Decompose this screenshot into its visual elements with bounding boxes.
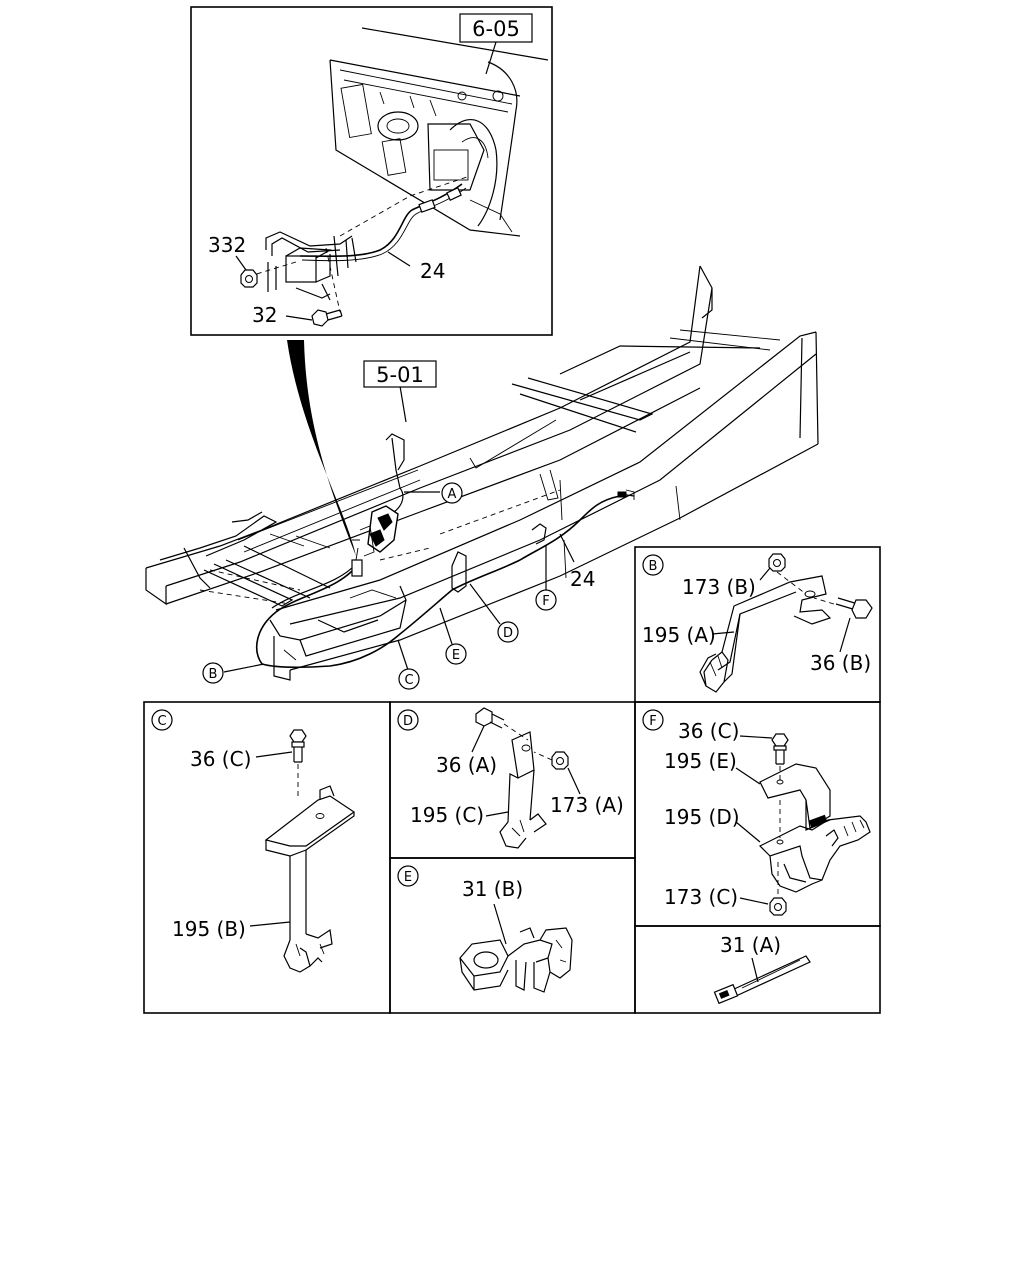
panel-d-bracket xyxy=(499,731,547,849)
svg-text:F: F xyxy=(542,594,549,609)
panel-d-letter: D xyxy=(403,714,413,729)
panel-f-nut-label: 173 (C) xyxy=(664,885,738,909)
panel-e-letter: E xyxy=(404,870,412,885)
panel-e-clip-label: 31 (B) xyxy=(462,877,523,901)
panel-d-nut-icon xyxy=(551,751,569,770)
svg-text:C: C xyxy=(404,673,413,688)
panel-b-letter: B xyxy=(649,559,658,574)
cable-grommet xyxy=(351,559,363,577)
panel-f-letter: F xyxy=(649,714,656,729)
inset-cable-leader xyxy=(387,251,411,267)
inset-ref-box xyxy=(459,13,533,43)
panel-c: C 36 (C) 195 (B) xyxy=(143,701,391,1014)
panel-f: F 36 (C) 195 (E) 195 ( xyxy=(634,701,881,927)
panel-b-nut-icon xyxy=(768,553,786,572)
panel-f-nut-icon xyxy=(769,897,787,916)
panel-d-bolt-label: 36 (A) xyxy=(436,753,497,777)
inset-detail: 6-05 24 332 xyxy=(190,6,553,336)
panel-tie: 31 (A) xyxy=(634,925,881,1014)
panel-c-bracket-label: 195 (B) xyxy=(172,917,246,941)
panel-b-bolt-label: 36 (B) xyxy=(810,651,871,675)
inset-cable xyxy=(299,175,471,267)
panel-b-nut-label: 173 (B) xyxy=(682,575,756,599)
panel-d-nut-label: 173 (A) xyxy=(550,793,624,817)
panel-e-clip-icon xyxy=(459,927,573,993)
svg-text:D: D xyxy=(503,626,513,641)
inset-bolt-icon xyxy=(311,309,343,327)
cab-floor-panel xyxy=(329,27,549,237)
callout-c: C xyxy=(398,668,420,690)
callout-a: A xyxy=(441,482,463,504)
inset-nut-icon xyxy=(240,269,258,288)
panel-e: E 31 (B) xyxy=(389,857,636,1014)
cable-tie-icon xyxy=(713,955,811,1005)
svg-text:B: B xyxy=(209,667,218,682)
frame-ref-box xyxy=(363,360,437,388)
panel-b-bracket xyxy=(699,575,832,693)
inset-bolt-label: 32 xyxy=(252,303,277,327)
inset-bracket xyxy=(249,231,357,313)
panel-f-lower-bracket-label: 195 (D) xyxy=(664,805,740,829)
frame-bracket-d xyxy=(451,551,467,593)
svg-text:E: E xyxy=(452,648,460,663)
panel-f-bolt-label: 36 (C) xyxy=(678,719,739,743)
inset-ref-label: 6-05 xyxy=(472,17,520,41)
main-callout-leaders xyxy=(223,491,575,673)
main-cable xyxy=(255,489,635,669)
panel-b-bracket-label: 195 (A) xyxy=(642,623,716,647)
chassis-frame xyxy=(145,265,819,681)
frame-ref-leader xyxy=(399,385,407,423)
inset-pointer xyxy=(287,340,356,556)
panel-f-upper-bracket xyxy=(759,763,831,831)
callout-d: D xyxy=(497,621,519,643)
frame-bracket-f xyxy=(531,523,547,545)
main-cable-label: 24 xyxy=(570,567,595,591)
callout-f: F xyxy=(535,589,557,611)
callout-b: B xyxy=(202,662,224,684)
inset-frame xyxy=(190,6,553,336)
panel-d: D 36 (A) 173 (A) 195 (C) xyxy=(389,701,636,859)
panel-b-bolt-icon xyxy=(835,597,873,619)
panel-f-upper-bracket-label: 195 (E) xyxy=(664,749,737,773)
panel-tie-label: 31 (A) xyxy=(720,933,781,957)
panel-c-bracket xyxy=(264,785,356,973)
panel-f-lower-bracket xyxy=(758,800,871,893)
panel-c-bolt-label: 36 (C) xyxy=(190,747,251,771)
frame-sensor-assembly xyxy=(359,433,405,557)
panel-f-bolt-icon xyxy=(771,733,789,765)
svg-text:A: A xyxy=(448,487,457,502)
panel-b: B 173 (B) 36 (B) 195 (A) xyxy=(634,546,881,703)
frame-ref-label: 5-01 xyxy=(376,363,424,387)
panel-c-letter: C xyxy=(157,714,166,729)
callout-e: E xyxy=(445,643,467,665)
panel-d-bracket-label: 195 (C) xyxy=(410,803,484,827)
inset-cable-label: 24 xyxy=(420,259,445,283)
inset-nut-label: 332 xyxy=(208,233,246,257)
panel-c-bolt-icon xyxy=(289,729,307,763)
panel-d-bolt-icon xyxy=(475,707,505,729)
